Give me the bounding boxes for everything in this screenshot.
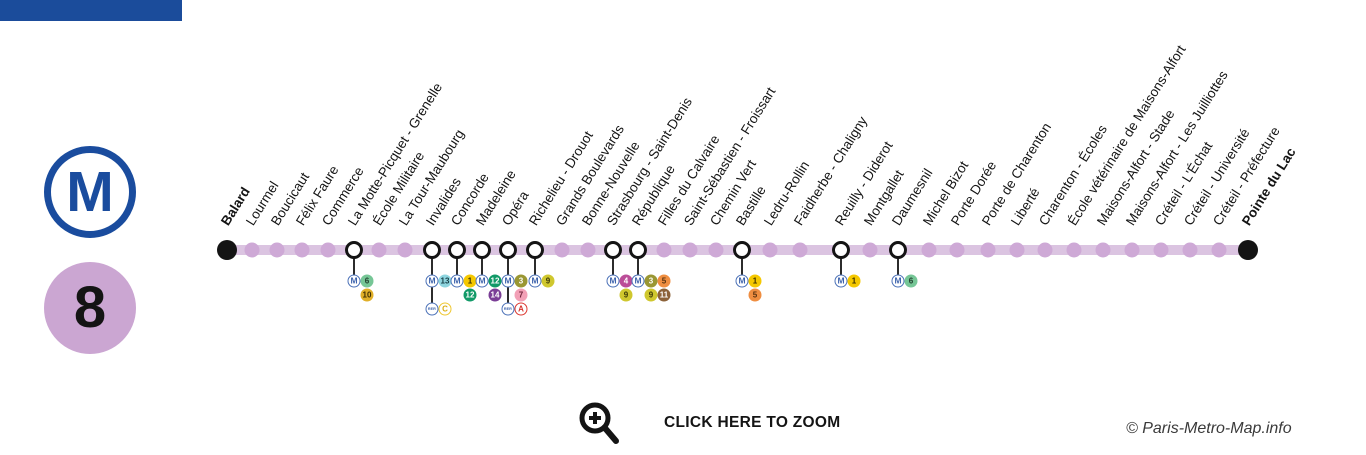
station-marker-stop bbox=[682, 242, 698, 258]
metro-icon: M bbox=[735, 274, 749, 288]
station-marker-interchange bbox=[629, 241, 647, 259]
line-number-label: 8 bbox=[73, 275, 107, 340]
metro-line-badge-13: 13 bbox=[438, 274, 452, 288]
metro-icon: M bbox=[606, 274, 620, 288]
station-marker-interchange bbox=[889, 241, 907, 259]
rer-icon: RER bbox=[501, 302, 515, 316]
copyright-text: © Paris-Metro-Map.info bbox=[1126, 420, 1292, 437]
interchange-connector-line bbox=[840, 257, 842, 283]
interchange-connector-line bbox=[897, 257, 899, 283]
rer-icon-label: RER bbox=[504, 307, 512, 311]
rer-icon: RER bbox=[425, 302, 439, 316]
metro-logo-letter: M bbox=[66, 159, 114, 224]
station-marker-stop bbox=[862, 242, 878, 258]
metro-line-badge-12: 12 bbox=[488, 274, 502, 288]
metro-line-badge-6: 6 bbox=[360, 274, 374, 288]
station-marker-stop bbox=[1153, 242, 1169, 258]
metro-icon: M bbox=[891, 274, 905, 288]
station-marker-stop bbox=[320, 242, 336, 258]
metro-icon: M bbox=[450, 274, 464, 288]
station-marker-terminus bbox=[1238, 240, 1258, 260]
metro-line-badge-9: 9 bbox=[619, 288, 633, 302]
interchange-connector-line bbox=[353, 257, 355, 283]
station-marker-stop bbox=[708, 242, 724, 258]
station-marker-stop bbox=[1124, 242, 1140, 258]
line-8-badge: 8 bbox=[44, 262, 136, 354]
metro-logo: M bbox=[44, 146, 136, 238]
station-marker-interchange bbox=[499, 241, 517, 259]
metro-line-badge-5: 5 bbox=[748, 288, 762, 302]
station-marker-stop bbox=[921, 242, 937, 258]
interchange-connector-line bbox=[637, 257, 639, 283]
station-marker-stop bbox=[949, 242, 965, 258]
station-marker-stop bbox=[1182, 242, 1198, 258]
rer-icon-label: RER bbox=[428, 307, 436, 311]
station-marker-interchange bbox=[832, 241, 850, 259]
station-marker-interchange bbox=[448, 241, 466, 259]
station-marker-stop bbox=[371, 242, 387, 258]
metro-line-badge-1: 1 bbox=[847, 274, 861, 288]
station-marker-stop bbox=[1037, 242, 1053, 258]
station-marker-stop bbox=[580, 242, 596, 258]
metro-icon: M bbox=[631, 274, 645, 288]
metro-icon: M bbox=[475, 274, 489, 288]
station-marker-stop bbox=[792, 242, 808, 258]
rer-line-badge-C: C bbox=[438, 302, 452, 316]
zoom-cta[interactable]: CLICK HERE TO ZOOM bbox=[577, 400, 840, 446]
station-marker-interchange bbox=[604, 241, 622, 259]
station-marker-stop bbox=[554, 242, 570, 258]
metro-line-badge-3: 3 bbox=[644, 274, 658, 288]
metro-icon: M bbox=[425, 274, 439, 288]
station-marker-stop bbox=[980, 242, 996, 258]
metro-line-badge-11: 11 bbox=[657, 288, 671, 302]
metro-line-badge-4: 4 bbox=[619, 274, 633, 288]
metro-icon: M bbox=[347, 274, 361, 288]
metro-icon: M bbox=[501, 274, 515, 288]
station-marker-interchange bbox=[733, 241, 751, 259]
station-marker-interchange bbox=[345, 241, 363, 259]
interchange-connector-line bbox=[481, 257, 483, 283]
metro-line-badge-9: 9 bbox=[541, 274, 555, 288]
metro-icon: M bbox=[834, 274, 848, 288]
station-marker-stop bbox=[294, 242, 310, 258]
metro-line-badge-9: 9 bbox=[644, 288, 658, 302]
station-marker-stop bbox=[762, 242, 778, 258]
zoom-cta-label: CLICK HERE TO ZOOM bbox=[664, 414, 841, 431]
station-marker-stop bbox=[1211, 242, 1227, 258]
interchange-connector-line bbox=[534, 257, 536, 283]
station-marker-stop bbox=[397, 242, 413, 258]
metro-line-badge-14: 14 bbox=[488, 288, 502, 302]
metro-line-badge-5: 5 bbox=[657, 274, 671, 288]
station-marker-stop bbox=[1095, 242, 1111, 258]
station-marker-stop bbox=[269, 242, 285, 258]
metro-line-badge-1: 1 bbox=[748, 274, 762, 288]
station-marker-interchange bbox=[423, 241, 441, 259]
station-marker-interchange bbox=[526, 241, 544, 259]
metro-icon: M bbox=[528, 274, 542, 288]
station-marker-stop bbox=[244, 242, 260, 258]
magnifier-plus-icon bbox=[579, 402, 619, 444]
header-bar bbox=[0, 0, 182, 21]
rer-line-badge-A: A bbox=[514, 302, 528, 316]
station-marker-stop bbox=[656, 242, 672, 258]
metro-line-badge-12: 12 bbox=[463, 288, 477, 302]
metro-line-badge-10: 10 bbox=[360, 288, 374, 302]
metro-line-badge-3: 3 bbox=[514, 274, 528, 288]
interchange-connector-line bbox=[741, 257, 743, 283]
interchange-connector-line bbox=[456, 257, 458, 283]
metro-line-badge-6: 6 bbox=[904, 274, 918, 288]
interchange-connector-line bbox=[612, 257, 614, 283]
station-marker-interchange bbox=[473, 241, 491, 259]
metro-line-badge-1: 1 bbox=[463, 274, 477, 288]
station-marker-terminus bbox=[217, 240, 237, 260]
station-marker-stop bbox=[1009, 242, 1025, 258]
metro-line-badge-7: 7 bbox=[514, 288, 528, 302]
station-marker-stop bbox=[1066, 242, 1082, 258]
